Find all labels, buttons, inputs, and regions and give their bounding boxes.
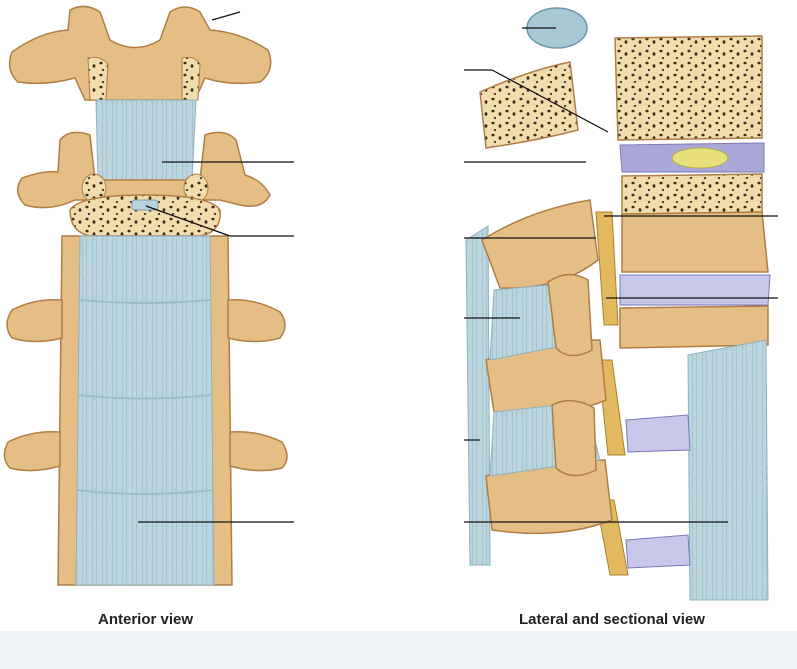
anterior-sectioned-body: [69, 194, 221, 237]
lateral-spinous-processes: [481, 199, 613, 535]
lateral-vertebral-bodies: [614, 35, 771, 349]
leader-line-1: [211, 11, 241, 21]
lateral-lower-disc: [625, 414, 691, 453]
leader-line-3: [145, 205, 231, 237]
anterior-view-caption: Anterior view: [98, 611, 194, 628]
footer-band: [0, 631, 797, 669]
anterior-top-vertebra: [8, 5, 272, 101]
lateral-nerve-root: [595, 211, 619, 326]
lateral-supraspinous-ligament: [465, 225, 491, 566]
anterior-longitudinal-ligament: [57, 235, 233, 586]
lateral-leader-lines: [464, 27, 778, 523]
anterior-leader-lines: [138, 11, 294, 523]
anterior-ligamentum-flavum: [95, 99, 197, 181]
anterior-lower-processes: [3, 298, 288, 472]
anterior-view-illustration: [3, 5, 288, 586]
lateral-view-illustration: [465, 7, 771, 601]
leader-line-8: [491, 69, 609, 133]
lateral-sectioned-lamina: [479, 61, 579, 149]
lateral-bottom-disc: [625, 534, 691, 569]
lateral-view-caption: Lateral and sectional view: [519, 611, 705, 628]
lateral-articular-processes: [547, 273, 597, 477]
lateral-anterior-longitudinal-ligament: [687, 339, 769, 601]
